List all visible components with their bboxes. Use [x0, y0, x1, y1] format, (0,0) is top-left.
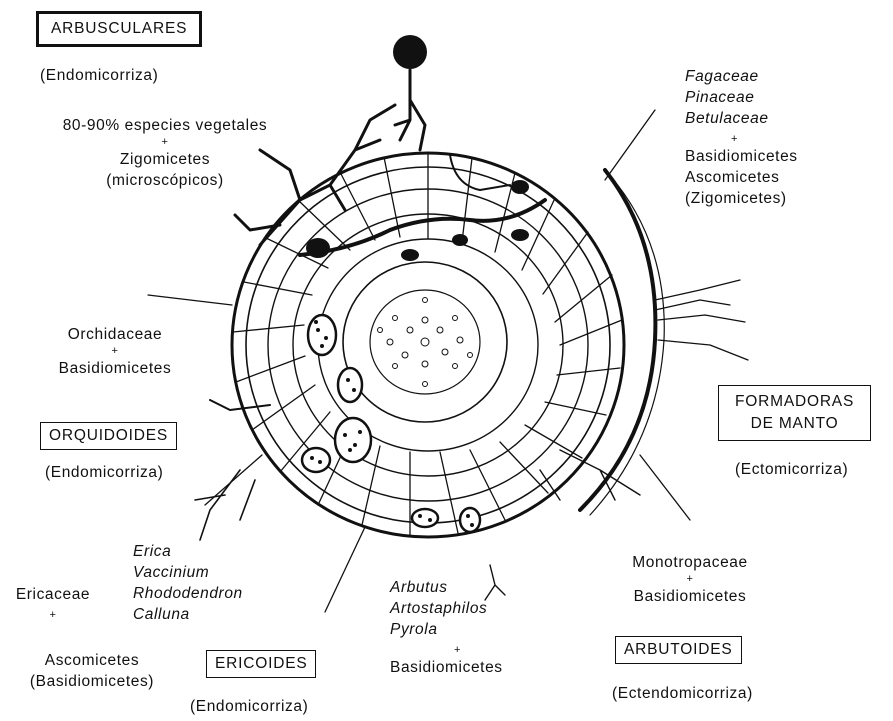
- vesicle: [306, 238, 330, 258]
- arbutoides-title-box: ARBUTOIDES: [615, 636, 742, 664]
- orchid-plus: +: [40, 345, 190, 358]
- ericoid-fungi-2: (Basidiomicetes): [6, 671, 178, 692]
- formadoras-title-box: FORMADORAS DE MANTO: [718, 385, 871, 441]
- ecto-plant-2: Pinaceae: [685, 87, 769, 108]
- pointer-line-arbutoid: [640, 455, 690, 520]
- ericoides-title: ERICOIDES: [215, 655, 307, 672]
- ericoid-genus-1: Erica: [133, 541, 243, 562]
- pointer-line-ecto: [605, 110, 655, 180]
- monotrop-fungi: Basidiomicetes: [610, 586, 770, 607]
- ericoides-type: (Endomicorriza): [190, 696, 308, 717]
- arbusculares-title-box: ARBUSCULARES: [36, 11, 202, 47]
- arbusculares-plants-text: 80-90% especies vegetales: [30, 115, 300, 136]
- ericoid-genera: Erica Vaccinium Rhododendron Calluna: [133, 541, 243, 625]
- monotrop-family: Monotropaceae: [610, 552, 770, 573]
- arbutoid-plus: +: [390, 644, 503, 657]
- arbutoides-type: (Ectendomicorriza): [612, 683, 753, 704]
- ericoid-genus-3: Rhododendron: [133, 583, 243, 604]
- ericoid-fungi-group: Ascomicetes (Basidiomicetes): [6, 650, 178, 692]
- ecto-fungi-group: + Basidiomicetes Ascomicetes (Zigomicete…: [685, 133, 798, 209]
- orquidoides-title-box: ORQUIDOIDES: [40, 422, 177, 450]
- ecto-plant-1: Fagaceae: [685, 66, 769, 87]
- ecto-plants: Fagaceae Pinaceae Betulaceae: [685, 66, 769, 129]
- ericoid-family: Ericaceae: [10, 584, 96, 605]
- arbutoid-fungi: Basidiomicetes: [390, 657, 503, 678]
- ericoid-genus-4: Calluna: [133, 604, 243, 625]
- arbusculares-plants: 80-90% especies vegetales + Zigomicetes …: [30, 115, 300, 191]
- formadoras-type: (Ectomicorriza): [735, 459, 848, 480]
- arbutoid-genus-3: Pyrola: [390, 619, 487, 640]
- arbusculares-plus: +: [30, 136, 300, 149]
- fungal-mantle: [580, 170, 655, 510]
- arbutoid-genera: Arbutus Artostaphilos Pyrola: [390, 577, 487, 640]
- formadoras-title-line2: DE MANTO: [735, 413, 854, 435]
- monotrop-plus: +: [610, 573, 770, 586]
- arbutoid-genus-1: Arbutus: [390, 577, 487, 598]
- formadoras-title-line1: FORMADORAS: [735, 391, 854, 413]
- vascular-cells: [378, 298, 473, 387]
- ericoid-genus-2: Vaccinium: [133, 562, 243, 583]
- monotrop-group: Monotropaceae + Basidiomicetes: [610, 552, 770, 607]
- ecto-fungi-3: (Zigomicetes): [685, 188, 798, 209]
- orquidoides-title: ORQUIDOIDES: [49, 427, 168, 444]
- arbutoid-genus-2: Artostaphilos: [390, 598, 487, 619]
- arbutoid-fungi-group: + Basidiomicetes: [390, 644, 503, 678]
- ecto-plant-3: Betulaceae: [685, 108, 769, 129]
- ecto-plus: +: [685, 133, 798, 146]
- arbusculares-title: ARBUSCULARES: [51, 20, 187, 37]
- ericoides-title-box: ERICOIDES: [206, 650, 316, 678]
- hyphal-coil: [308, 315, 336, 355]
- ericoid-family-group: Ericaceae +: [10, 584, 96, 622]
- ecto-fungi-1: Basidiomicetes: [685, 146, 798, 167]
- endodermis: [343, 262, 507, 422]
- orchid-group: Orchidaceae + Basidiomicetes: [40, 324, 190, 379]
- spore: [393, 35, 427, 69]
- arbutoides-title: ARBUTOIDES: [624, 641, 733, 658]
- arbusculares-type: (Endomicorriza): [40, 65, 158, 86]
- orquidoides-type: (Endomicorriza): [45, 462, 163, 483]
- orchid-plant: Orchidaceae: [40, 324, 190, 345]
- ericoid-fungi-1: Ascomicetes: [6, 650, 178, 671]
- ecto-fungi-2: Ascomicetes: [685, 167, 798, 188]
- pointer-line-ericoid-b: [325, 527, 365, 612]
- orchid-fungi: Basidiomicetes: [40, 358, 190, 379]
- ericoid-plus: +: [10, 605, 96, 622]
- arbusculares-fungi-note: (microscópicos): [30, 170, 300, 191]
- pointer-line-orchid: [148, 295, 232, 305]
- arbusculares-fungi: Zigomicetes: [30, 149, 300, 170]
